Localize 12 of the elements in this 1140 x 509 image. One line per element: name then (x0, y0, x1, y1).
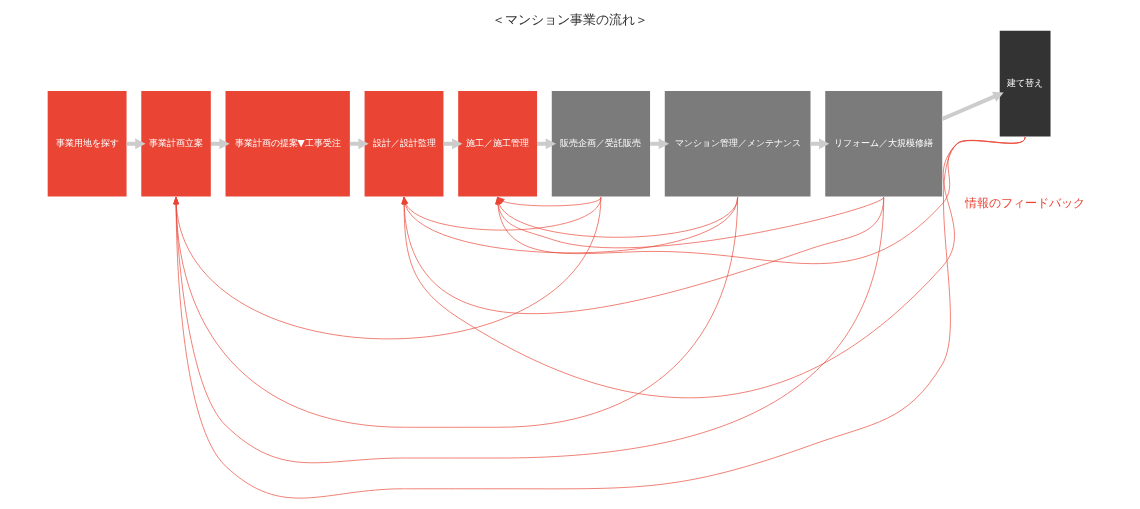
node-box: 設計／設計監理 (364, 91, 443, 197)
label: 情報のフィードバック (964, 195, 1085, 210)
diagram-title: ＜マンション事業の流れ＞ (492, 12, 648, 28)
node-box: 事業用地を探す (47, 91, 127, 197)
node-box: 事業計画立案 (140, 91, 211, 197)
node-box: リフォーム／大規模修繕 (824, 91, 942, 197)
node-box: 施工／施工管理 (457, 91, 537, 197)
node-box: 建て替え (999, 30, 1051, 137)
node-box: マンション管理／メンテナンス (664, 91, 810, 197)
node-box: 事業計画の提案▼工事受注 (225, 91, 350, 197)
arrow (941, 91, 1004, 121)
node-box: 販売企画／受託販売 (551, 91, 650, 197)
